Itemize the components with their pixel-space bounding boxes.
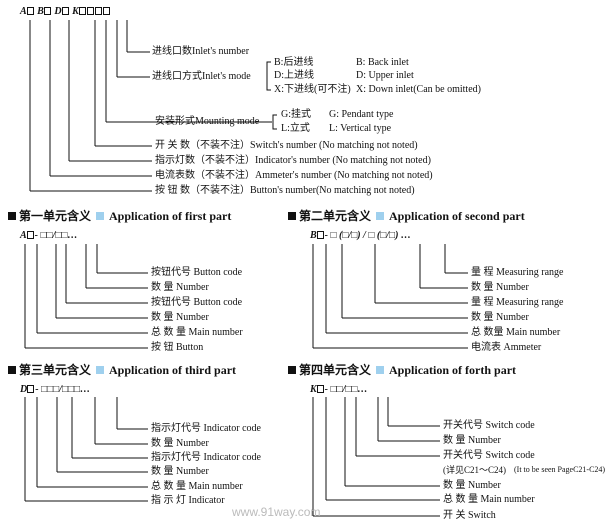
s1-item-number-2: 数 量 Number (151, 312, 209, 323)
s2-item-main-number: 总 数量 Main number (471, 327, 561, 338)
s2-item-number-2: 数 量 Number (471, 312, 529, 323)
s4-item-number: 数 量 Number (443, 435, 501, 446)
s1-item-number: 数 量 Number (151, 282, 209, 293)
s4-item-switch-code-2: 开关代号 Switch code (443, 450, 535, 461)
label-indicator-number: 指示灯数（不装不注）Indicator's number (No matchin… (155, 155, 431, 166)
s3-item-indicator-code: 指示灯代号 Indicator code (151, 423, 261, 434)
black-square-icon (8, 212, 16, 220)
s2-item-measuring-range-2: 量 程 Measuring range (471, 297, 564, 308)
s4-note-cn: (详见C21～C24) (443, 465, 507, 475)
option-vertical-cn: L:立式 (281, 123, 310, 134)
watermark: www.91way.com (232, 505, 321, 519)
placeholder-box (26, 7, 34, 15)
code-part-d: D (54, 6, 62, 17)
section-1-code: A- □□/□□… (20, 230, 78, 241)
label-inlet-mode: 进线口方式Inlet's mode (152, 71, 251, 82)
code-part-b: B (37, 6, 44, 17)
label-mounting-mode: 安装形式Mounting mode (155, 116, 260, 127)
label-ammeter-number: 电流表数（不装不注）Ammeter's number (No matching … (155, 170, 433, 181)
s4-item-switch-code: 开关代号 Switch code (443, 420, 535, 431)
option-upper-cn: D:上进线 (274, 70, 314, 81)
option-back-cn: B:后进线 (274, 57, 314, 68)
blue-square-icon (376, 212, 385, 220)
s2-item-ammeter: 电流表 Ammeter (471, 342, 542, 353)
code-part-k: K (72, 6, 79, 17)
placeholder-box (316, 231, 324, 239)
s1-item-button-code-2: 按钮代号 Button code (151, 297, 243, 308)
model-code: A B D K (20, 7, 111, 17)
label-inlet-number: 进线口数Inlet's number (152, 46, 250, 57)
black-square-icon (288, 212, 296, 220)
black-square-icon (288, 366, 296, 374)
section-4-code: K- □□/□□… (310, 384, 368, 395)
s1-item-button-code: 按钮代号 Button code (151, 267, 243, 278)
s2-item-number: 数 量 Number (471, 282, 529, 293)
s1-item-button: 按 钮 Button (151, 342, 204, 353)
placeholder-box (94, 7, 102, 15)
placeholder-box (61, 7, 69, 15)
s3-item-number-2: 数 量 Number (151, 466, 209, 477)
black-square-icon (8, 366, 16, 374)
option-down-cn: X:下进线(可不注) (274, 84, 351, 95)
s1-item-main-number: 总 数 量 Main number (151, 327, 243, 338)
s2-item-measuring-range: 量 程 Measuring range (471, 267, 564, 278)
s3-item-indicator-code-2: 指示灯代号 Indicator code (151, 452, 261, 463)
s4-item-main-number: 总 数 量 Main number (443, 494, 535, 505)
placeholder-box (102, 7, 110, 15)
label-switch-number: 开 关 数（不装不注）Switch's number (No matching … (155, 140, 418, 151)
section-3-code: D- □□□/□□□… (20, 384, 91, 395)
s3-item-indicator: 指 示 灯 Indicator (151, 495, 225, 506)
blue-square-icon (96, 366, 105, 374)
blue-square-icon (96, 212, 105, 220)
section-2-code: B- □ (□/□) / □ (□/□) … (310, 230, 411, 241)
placeholder-box (78, 7, 86, 15)
placeholder-box (26, 231, 34, 239)
code-part-a: A (20, 6, 27, 17)
s3-item-main-number: 总 数 量 Main number (151, 481, 243, 492)
placeholder-box (316, 385, 324, 393)
blue-square-icon (376, 366, 385, 374)
option-vertical-en: L: Vertical type (329, 123, 392, 134)
option-pendant-en: G: Pendant type (329, 109, 394, 120)
option-pendant-cn: G:挂式 (281, 109, 311, 120)
option-upper-en: D: Upper inlet (356, 70, 414, 81)
label-button-number: 按 钮 数（不装不注）Button's number(No matching n… (155, 185, 415, 196)
s4-item-number-2: 数 量 Number (443, 480, 501, 491)
placeholder-box (43, 7, 51, 15)
s4-note-en: (It to be seen PageC21-C24) (514, 465, 605, 474)
s4-item-switch: 开 关 Switch (443, 510, 496, 521)
option-down-en: X: Down inlet(Can be omitted) (356, 84, 481, 95)
s3-item-number: 数 量 Number (151, 438, 209, 449)
option-back-en: B: Back inlet (356, 57, 409, 68)
placeholder-box (27, 385, 35, 393)
placeholder-box (86, 7, 94, 15)
